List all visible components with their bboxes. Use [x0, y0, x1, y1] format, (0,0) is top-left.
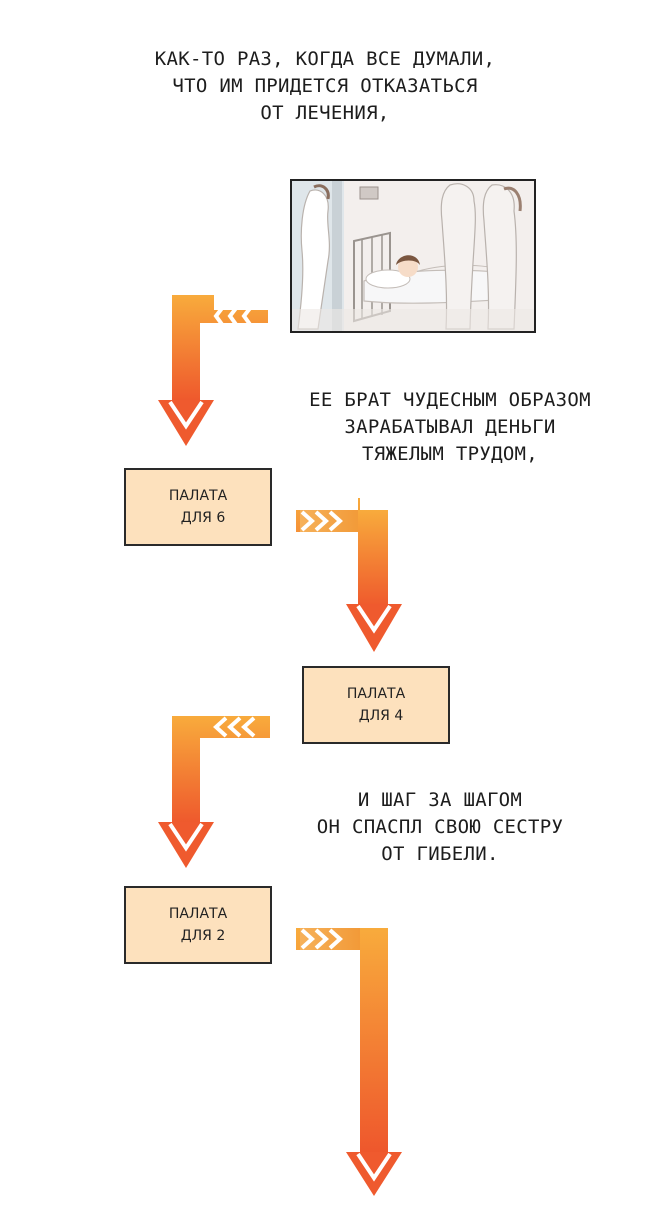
- caption-rescue: И шаг за шагом он спаспл свою сестру от …: [290, 787, 590, 868]
- ward-capacity: для 4: [358, 708, 404, 724]
- caption-rescue-line: он спаспл свою сестру: [316, 816, 564, 838]
- ward-capacity: для 2: [180, 928, 226, 944]
- caption-intro: Как-то раз, когда все думали, что им при…: [130, 46, 520, 127]
- hospital-illustration: [290, 179, 536, 333]
- caption-brother: Ее брат чудесным образом зарабатывал ден…: [280, 387, 620, 468]
- hospital-scene-image: [292, 181, 534, 331]
- caption-intro-line: Как-то раз, когда все думали,: [154, 48, 496, 70]
- flow-arrow-1: [158, 295, 268, 446]
- caption-brother-line: тяжелым трудом,: [361, 443, 539, 465]
- caption-intro-line: от лечения,: [260, 102, 390, 124]
- caption-brother-line: Ее брат чудесным образом: [309, 389, 591, 411]
- caption-brother-line: зарабатывал деньги: [344, 416, 556, 438]
- ward-box-4: Палата для 4: [302, 666, 450, 744]
- flow-arrow-2: [296, 498, 402, 652]
- flow-arrow-4: [296, 928, 402, 1196]
- ward-label: Палата: [346, 686, 406, 702]
- caption-intro-line: что им придется отказаться: [172, 75, 478, 97]
- flow-arrow-3: [158, 716, 270, 868]
- caption-rescue-line: И шаг за шагом: [357, 789, 523, 811]
- ward-box-2: Палата для 2: [124, 886, 272, 964]
- ward-box-6: Палата для 6: [124, 468, 272, 546]
- caption-rescue-line: от гибели.: [381, 843, 499, 865]
- ward-capacity: для 6: [180, 510, 226, 526]
- ward-label: Палата: [168, 906, 228, 922]
- ward-label: Палата: [168, 488, 228, 504]
